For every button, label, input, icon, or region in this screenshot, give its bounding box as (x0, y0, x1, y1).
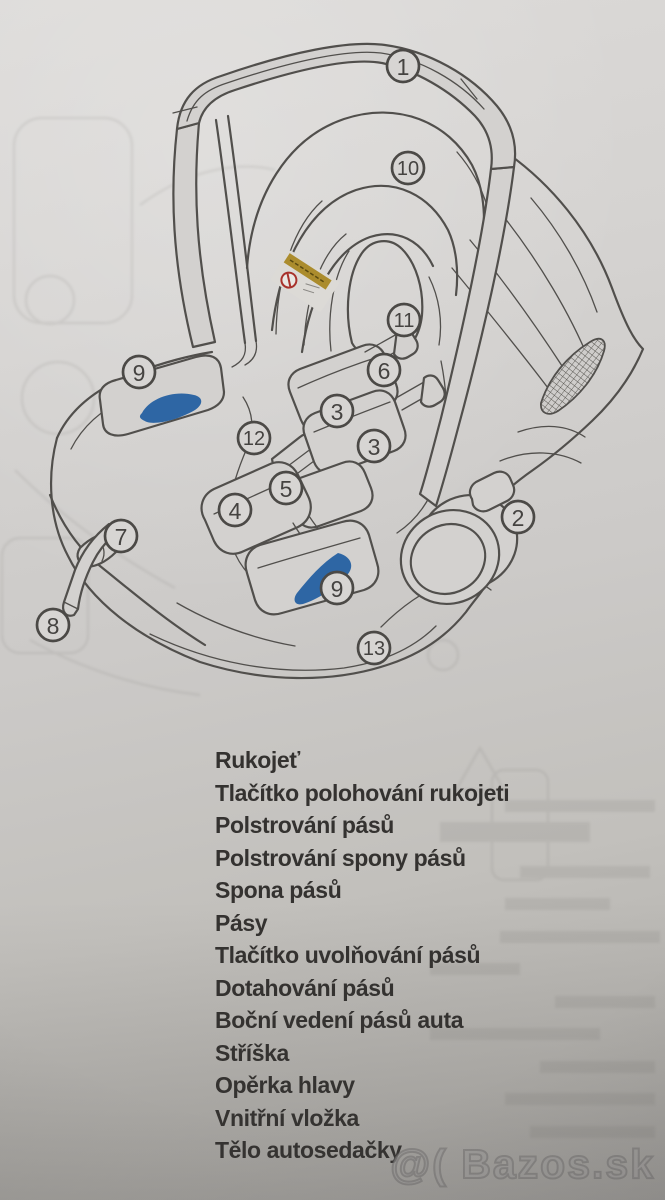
legend-item: Spona pásů (215, 877, 342, 903)
handle-right-leg (418, 165, 516, 508)
shell-outline (50, 436, 488, 680)
svg-text:6: 6 (378, 358, 391, 384)
legend-item: Tlačítko polohování rukojeti (215, 779, 510, 806)
callout-8: 8 (35, 607, 71, 643)
legend-item: Opěrka hlavy (215, 1072, 355, 1098)
warning-sticker (271, 250, 339, 312)
handle-position-button (468, 470, 516, 513)
shell-right-silhouette (495, 144, 645, 501)
canopy-front-arc (245, 111, 486, 270)
callout-9: 9 (121, 354, 157, 390)
legend-item: Vnitřní vložka (215, 1104, 359, 1131)
callout-4: 4 (217, 492, 253, 528)
ghost-bleed-through-left (0, 116, 460, 697)
adjuster-strap (62, 522, 115, 617)
svg-text:13: 13 (363, 638, 385, 660)
callout-9: 9 (319, 570, 355, 606)
svg-text:3: 3 (368, 434, 381, 460)
legend-item: Stříška (215, 1039, 289, 1066)
canopy-left-edge (214, 118, 247, 345)
svg-text:12: 12 (243, 428, 265, 450)
callout-13: 13 (356, 630, 392, 666)
callout-2: 2 (500, 499, 536, 535)
handle-top-bar (175, 42, 517, 171)
svg-text:8: 8 (47, 613, 60, 639)
legend-item: Tělo autosedačky (215, 1137, 402, 1163)
callout-1: 1 (385, 48, 421, 84)
legend-item: Pásy (215, 909, 268, 936)
handle-pivot (399, 470, 519, 606)
svg-text:10: 10 (397, 158, 419, 180)
svg-text:9: 9 (133, 360, 146, 386)
callout-7: 7 (103, 518, 139, 554)
blue-belt-guide (139, 393, 202, 423)
canopy-inner-arc (300, 233, 435, 354)
svg-text:3: 3 (331, 399, 344, 425)
callout-5: 5 (268, 470, 304, 506)
legend-item: Boční vedení pásů auta (215, 1007, 464, 1033)
svg-text:9: 9 (331, 576, 344, 602)
callout-6: 6 (366, 352, 402, 388)
svg-text:4: 4 (229, 498, 242, 524)
svg-text:11: 11 (394, 310, 415, 332)
legend-item: Rukojeť (215, 747, 300, 773)
belt-guide-rear (98, 354, 226, 437)
legend-item: Dotahování pásů (215, 974, 395, 1001)
svg-text:2: 2 (512, 505, 525, 531)
legend-item: Polstrování spony pásů (215, 844, 466, 871)
handle-left-leg (172, 121, 217, 349)
shell-right-drawing (451, 144, 645, 501)
legend-item: Tlačítko uvolňování pásů (215, 942, 481, 968)
svg-text:7: 7 (115, 524, 128, 550)
callout-11: 11 (386, 302, 422, 338)
callouts: 1 10 11 6 33 12 5 4 9 7 9 8 2 13 (35, 48, 536, 666)
callout-10: 10 (390, 150, 426, 186)
callout-3: 3 (356, 428, 392, 464)
callout-12: 12 (236, 420, 272, 456)
svg-text:5: 5 (280, 476, 293, 502)
handle-drawing (172, 42, 517, 508)
svg-text:1: 1 (397, 54, 410, 80)
watermark: @( Bazos.sk (389, 1140, 655, 1188)
ghost-bleed-through-text-area (430, 745, 660, 1138)
canopy-left-edge-inner (226, 114, 258, 343)
grip-texture-patch (540, 337, 606, 415)
callout-3: 3 (319, 393, 355, 429)
legend-item: Polstrování pásů (215, 812, 394, 838)
